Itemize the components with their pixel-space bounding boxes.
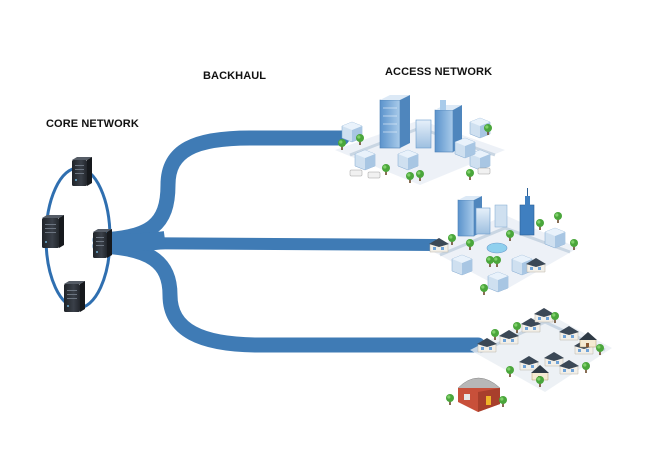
server-rack-icon xyxy=(42,215,64,248)
town-cluster-icon xyxy=(428,188,578,295)
backhaul-link-bottom xyxy=(92,238,486,353)
server-rack-icon xyxy=(72,157,92,186)
access-network-label: ACCESS NETWORK xyxy=(385,66,493,78)
core-network-label: CORE NETWORK xyxy=(46,118,139,130)
server-rack-icon xyxy=(64,281,85,312)
backhaul-label: BACKHAUL xyxy=(203,70,267,82)
city-cluster-icon xyxy=(335,95,505,185)
server-rack-icon xyxy=(93,229,112,258)
warehouse-icon xyxy=(457,377,501,412)
backhaul-link-top xyxy=(92,130,350,248)
village-cluster-icon xyxy=(446,307,612,412)
